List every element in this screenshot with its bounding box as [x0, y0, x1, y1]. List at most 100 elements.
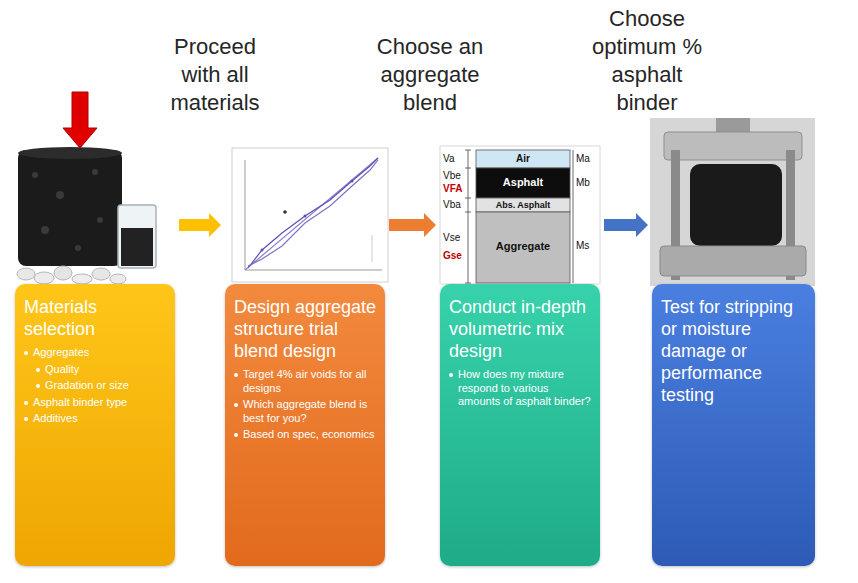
bullet-row: Gradation or size [24, 379, 167, 393]
gradation-curve [248, 160, 378, 266]
transition-label: Choose an aggregate blend [370, 33, 490, 117]
bullet-text: Gradation or size [45, 379, 129, 393]
texture-dot [32, 172, 38, 178]
texture-dot [92, 169, 98, 175]
bullet-dot [449, 373, 453, 377]
phase-label: Air [476, 153, 570, 165]
gradation-chart [232, 148, 388, 282]
texture-dot [41, 226, 49, 234]
stone [17, 268, 35, 280]
bullet-dot [24, 401, 28, 405]
phase-label: Abs. Asphalt [476, 199, 570, 211]
step-heading-row: Design aggregate structure trial blend d… [234, 296, 377, 362]
stone [110, 274, 126, 284]
bullet-text: Aggregates [33, 346, 89, 360]
step-heading: Design aggregate structure trial blend d… [234, 297, 376, 361]
stone [92, 268, 110, 280]
dimension-tick [465, 168, 471, 169]
chart-frame [232, 148, 388, 282]
bullet-row: Asphalt binder type [24, 396, 167, 410]
bullet-text: Additives [33, 412, 78, 426]
phase-label: Asphalt [476, 176, 570, 189]
bullet-row: Which aggregate blend is best for you? [234, 398, 377, 425]
volume-symbol: Vbe [443, 170, 465, 182]
texture-dot [56, 191, 64, 199]
volume-symbol: Vba [443, 199, 465, 211]
bullet-row: Quality [24, 363, 167, 377]
asphalt-band [476, 168, 570, 198]
bullet-row: How does my mixture respond to various a… [449, 368, 592, 409]
bullet-text: Which aggregate blend is best for you? [243, 398, 377, 425]
bullet-dot [24, 351, 28, 355]
step-box: Design aggregate structure trial blend d… [225, 284, 385, 566]
chart-axis [245, 270, 382, 271]
beaker-binder [121, 228, 153, 266]
bullet-text: Target 4% air voids for all designs [243, 368, 377, 395]
bullet-dot [234, 433, 238, 437]
materials-photo [17, 147, 156, 284]
dimension-tick [465, 150, 471, 151]
bullet-row: Additives [24, 412, 167, 426]
step-box: Test for stripping or moisture damage or… [652, 284, 815, 566]
flow-arrow [389, 213, 436, 237]
max-density-line [245, 158, 378, 270]
specimen [690, 164, 782, 246]
stone [54, 266, 72, 280]
mass-symbol: Ms [576, 240, 598, 252]
bullet-text: How does my mixture respond to various a… [458, 368, 592, 409]
bullet-dot [36, 384, 40, 388]
bullet-text: Quality [45, 363, 79, 377]
top-plate [664, 132, 802, 160]
bullet-row: Aggregates [24, 346, 167, 360]
transition-label: Choose optimum % asphalt binder [587, 5, 707, 117]
stone [34, 272, 54, 284]
volume-symbol: Vse [443, 232, 465, 244]
bullet-dot [234, 373, 238, 377]
volume-symbol: Va [443, 153, 465, 165]
diagram-frame [440, 146, 600, 284]
volume-symbol: Gse [443, 250, 465, 262]
mass-symbol: Mb [576, 177, 598, 189]
texture-dot [97, 217, 103, 223]
bullet-row: Target 4% air voids for all designs [234, 368, 377, 395]
photo-background [650, 118, 815, 286]
mass-symbol: Ma [576, 153, 598, 165]
transition-label: Proceed with all materials [155, 33, 275, 117]
specimen-cylinder [18, 150, 122, 266]
air-band [476, 150, 570, 168]
chart-axis [245, 160, 246, 270]
start-arrow [63, 92, 97, 148]
data-point [261, 249, 264, 252]
dimension-tick [465, 212, 471, 213]
stone [72, 274, 92, 284]
step-heading-row: Materials selection [24, 296, 167, 340]
dimension-line [468, 150, 469, 283]
bullet-dot [234, 403, 238, 407]
data-point [283, 210, 287, 214]
texture-dot [75, 245, 81, 251]
step-heading-row: Conduct in-depth volumetric mix design [449, 296, 592, 362]
data-point [304, 215, 307, 218]
flow-arrow [604, 213, 648, 237]
volume-symbol: VFA [443, 183, 465, 195]
flow-arrow [179, 213, 221, 237]
data-point [351, 180, 354, 183]
bullet-text: Based on spec, economics [243, 428, 374, 442]
bullet-dot [24, 417, 28, 421]
dimension-line [573, 150, 574, 283]
specimen-top [18, 147, 122, 159]
gradation-curve [248, 158, 378, 268]
phase-label: Aggregate [476, 240, 570, 253]
test-apparatus-photo [650, 118, 815, 286]
step-heading: Conduct in-depth volumetric mix design [449, 297, 586, 361]
dimension-tick [465, 198, 471, 199]
bottom-plate [660, 246, 806, 276]
step-box: Materials selectionAggregatesQualityGrad… [15, 284, 175, 566]
absorbed-asphalt-band [476, 198, 570, 212]
step-heading: Materials selection [24, 297, 97, 339]
phase-diagram [440, 146, 600, 284]
chart-legend-mark [372, 235, 373, 262]
bullet-text: Asphalt binder type [33, 396, 127, 410]
